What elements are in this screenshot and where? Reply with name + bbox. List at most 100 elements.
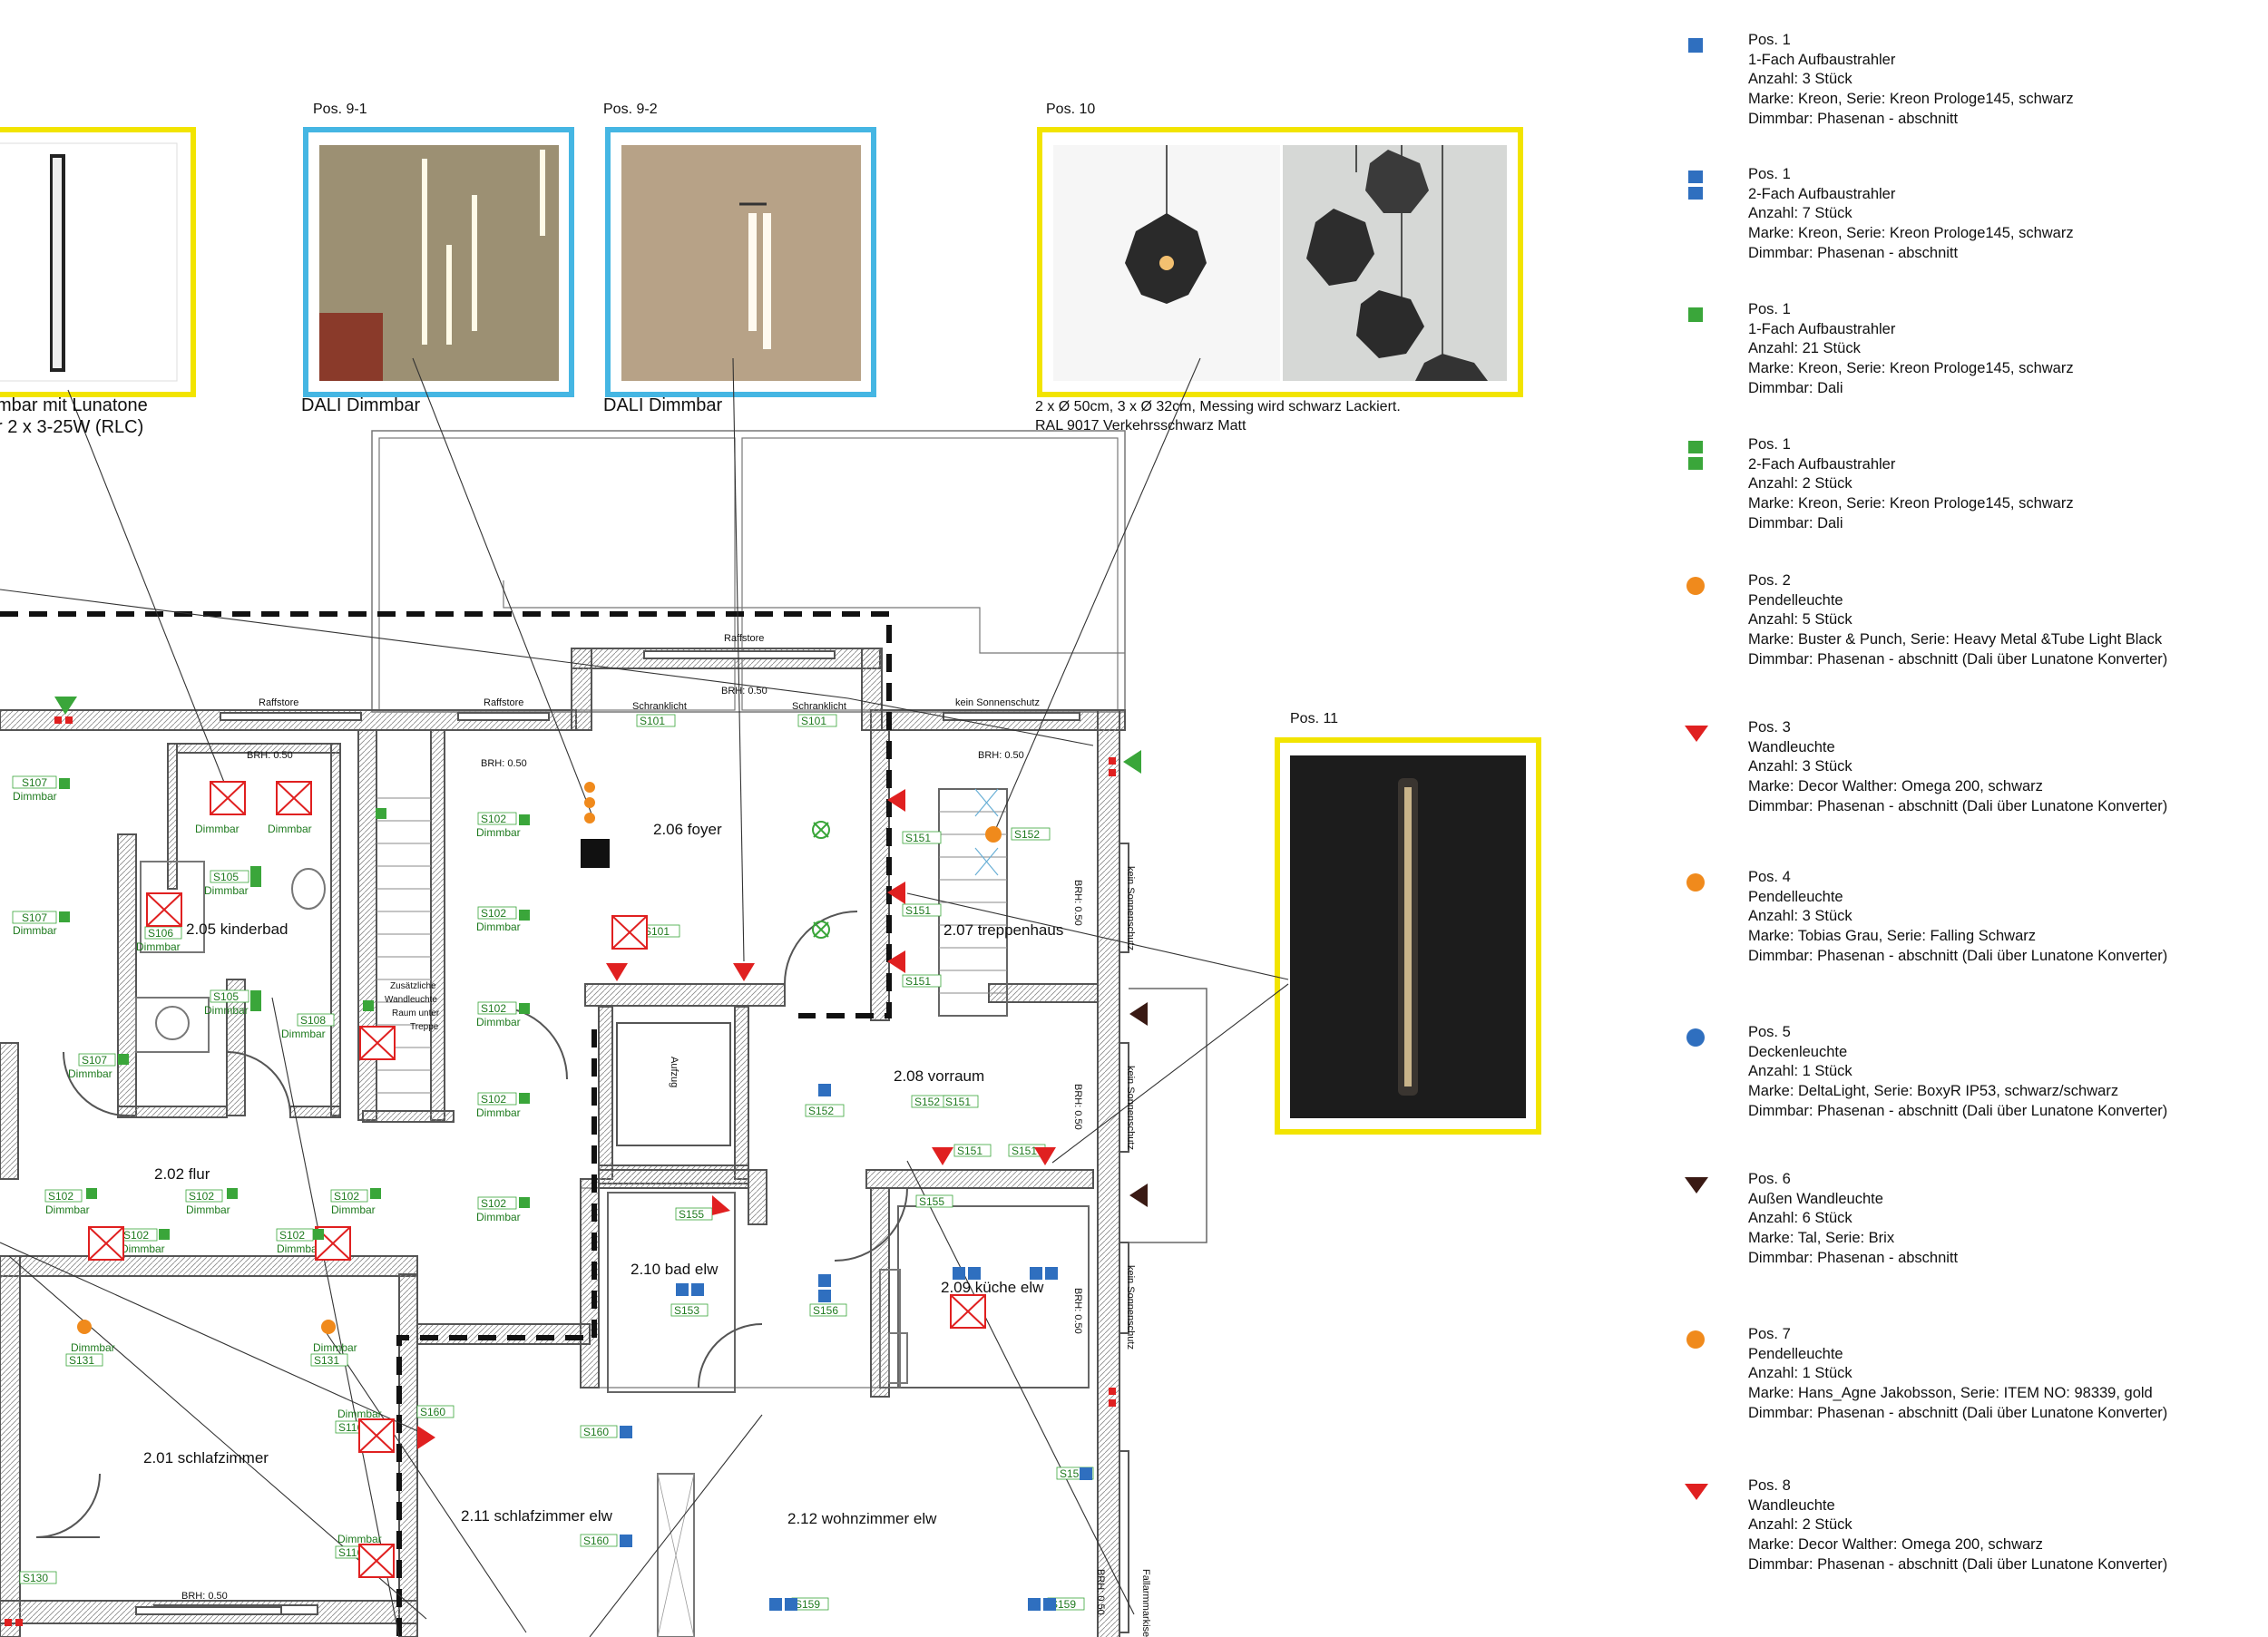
svg-text:S107: S107 xyxy=(22,911,47,924)
legend-dim: Dimmbar: Phasenan - abschnitt (Dali über… xyxy=(1748,1555,2168,1573)
svg-text:S152: S152 xyxy=(914,1096,940,1108)
label-brh: BRH: 0.50 xyxy=(247,750,293,761)
svg-text:Dimmbar: Dimmbar xyxy=(281,1028,326,1040)
room-kueche-elw: 2.09 küche elw xyxy=(941,1279,1044,1296)
blue-square-icon xyxy=(1683,33,1710,69)
svg-text:S130: S130 xyxy=(23,1572,48,1584)
label-kein-sonnenschutz-vertical: kein Sonnenschutz xyxy=(1125,1066,1136,1150)
legend-brand: Marke: Kreon, Serie: Kreon Prologe145, s… xyxy=(1748,360,2074,377)
svg-text:Dimmbar: Dimmbar xyxy=(268,823,312,835)
legend-brand: Marke: Buster & Punch, Serie: Heavy Meta… xyxy=(1748,631,2163,648)
room-foyer: 2.06 foyer xyxy=(653,821,722,838)
room-vorraum: 2.08 vorraum xyxy=(894,1067,984,1085)
legend-type: 1-Fach Aufbaustrahler xyxy=(1748,51,1896,68)
legend-count: Anzahl: 2 Stück xyxy=(1748,475,1853,492)
code-label: S155 xyxy=(915,1194,953,1208)
svg-text:S160: S160 xyxy=(420,1406,445,1418)
code-label: S152 xyxy=(805,1104,845,1117)
label-fallarmmarkise: Fallarmmarkise xyxy=(1140,1569,1151,1637)
label-raffstore: Raffstore xyxy=(724,633,764,644)
legend-pos: Pos. 3 xyxy=(1748,719,1791,736)
code-label: S153 xyxy=(670,1303,709,1317)
code-label: S152 S151 xyxy=(911,1095,979,1108)
legend-type: Außen Wandleuchte xyxy=(1748,1190,1883,1207)
legend-pos: Pos. 1 xyxy=(1748,166,1791,182)
svg-text:S155: S155 xyxy=(919,1195,944,1208)
legend-count: Anzahl: 2 Stück xyxy=(1748,1516,1853,1534)
svg-text:S107: S107 xyxy=(22,776,47,789)
svg-text:Dimmbar: Dimmbar xyxy=(476,921,521,933)
svg-text:S105: S105 xyxy=(213,871,239,883)
svg-text:Dimmbar: Dimmbar xyxy=(68,1067,112,1080)
svg-text:Dimmbar: Dimmbar xyxy=(476,826,521,839)
svg-text:Dimmbar: Dimmbar xyxy=(204,1004,249,1017)
pos8-caption: mbar mit Lunatone xyxy=(0,395,148,415)
svg-text:Dimmbar: Dimmbar xyxy=(186,1203,230,1216)
red-triangle-icon xyxy=(1683,720,1710,756)
label-schranklicht: Schranklicht xyxy=(792,701,846,712)
svg-text:Dimmbar: Dimmbar xyxy=(121,1242,165,1255)
room-flur: 2.02 flur xyxy=(154,1165,210,1183)
svg-text:S102: S102 xyxy=(334,1190,359,1203)
label-zusaetzliche: Zusätzliche xyxy=(390,981,436,991)
svg-text:S102: S102 xyxy=(481,813,506,825)
legend-type: Wandleuchte xyxy=(1748,738,1835,755)
legend-dim: Dimmbar: Dali xyxy=(1748,514,1843,531)
svg-text:S151: S151 xyxy=(945,1096,971,1108)
svg-text:S159: S159 xyxy=(795,1598,820,1611)
pos8-caption: r 2 x 3-25W (RLC) xyxy=(0,417,144,437)
legend-brand: Marke: Decor Walther: Omega 200, schwarz xyxy=(1748,1536,2043,1554)
label-kein-sonnenschutz-vertical: kein Sonnenschutz xyxy=(1125,866,1136,950)
svg-text:S116: S116 xyxy=(338,1546,363,1559)
pos9-1-label: Pos. 9-1 xyxy=(313,102,367,117)
pos10-caption: RAL 9017 Verkehrsschwarz Matt xyxy=(1035,418,1246,434)
legend-count: Anzahl: 3 Stück xyxy=(1748,908,1853,925)
label-aufzug: Aufzug xyxy=(669,1057,679,1087)
code-label: S160 xyxy=(580,1425,618,1438)
legend-dim: Dimmbar: Phasenan - abschnitt xyxy=(1748,110,1959,127)
svg-text:S153: S153 xyxy=(674,1304,699,1317)
legend-type: Pendelleuchte xyxy=(1748,591,1843,609)
room-kinderbad: 2.05 kinderbad xyxy=(186,921,288,938)
svg-text:S102: S102 xyxy=(481,1093,506,1106)
svg-text:S151: S151 xyxy=(1012,1145,1037,1157)
room-treppenhaus: 2.07 treppenhaus xyxy=(943,921,1063,939)
legend-dim: Dimmbar: Phasenan - abschnitt (Dali über… xyxy=(1748,797,2168,814)
label-brh: BRH: 0.50 xyxy=(721,686,767,697)
svg-text:S102: S102 xyxy=(123,1229,149,1242)
svg-text:S101: S101 xyxy=(801,715,826,727)
svg-text:S101: S101 xyxy=(644,925,670,938)
svg-text:S102: S102 xyxy=(481,907,506,920)
code-label: S151 xyxy=(902,831,942,844)
legend-type: Pendelleuchte xyxy=(1748,888,1843,905)
legend-brand: Marke: Kreon, Serie: Kreon Prologe145, s… xyxy=(1748,91,2074,108)
svg-text:S151: S151 xyxy=(905,975,931,988)
svg-text:Dimmbar: Dimmbar xyxy=(476,1211,521,1223)
code-label: S160 xyxy=(580,1534,618,1547)
pos9-1-caption: DALI Dimmbar xyxy=(301,395,421,415)
svg-text:S102: S102 xyxy=(48,1190,73,1203)
pos10-label: Pos. 10 xyxy=(1046,102,1096,117)
svg-text:S102: S102 xyxy=(279,1229,305,1242)
svg-text:Dimmbar: Dimmbar xyxy=(13,790,57,803)
green-double-square-icon xyxy=(1683,437,1710,473)
pos10-caption: 2 x Ø 50cm, 3 x Ø 32cm, Messing wird sch… xyxy=(1035,399,1401,414)
walls xyxy=(0,430,1207,1637)
label-brh-vertical: BRH: 0.50 xyxy=(1072,880,1083,926)
svg-text:Dimmbar: Dimmbar xyxy=(195,823,240,835)
